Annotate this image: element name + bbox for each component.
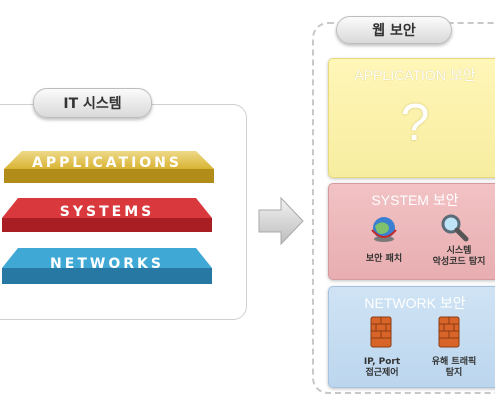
globe-icon [371, 217, 397, 242]
applications-label: APPLICATIONS [32, 155, 182, 171]
applications-layer: APPLICATIONS [0, 147, 230, 193]
harmful-traffic-line1: 유해 트래픽 [431, 357, 477, 367]
question-mark-icon: ? [400, 94, 430, 152]
malware-detection-line1: 시스템 [446, 246, 472, 256]
system-security-box: SYSTEM 보안 보안 패치 시스템 악성코드 탐지 [328, 183, 495, 280]
ip-port-line1: IP, Port [363, 357, 401, 367]
ip-port-access-label: IP, Port 접근제어 [349, 357, 415, 379]
system-security-title: SYSTEM 보안 [371, 192, 459, 208]
magnifier-icon [441, 214, 469, 242]
ip-port-line2: 접근제어 [365, 368, 399, 378]
firewall-icon [370, 316, 392, 348]
harmful-traffic-label: 유해 트래픽 탐지 [417, 357, 491, 379]
application-security-title: APPLICATION 보안 [354, 67, 476, 83]
networks-layer: NETWORKS [0, 246, 230, 292]
application-security-box: APPLICATION 보안 ? [328, 58, 495, 178]
malware-detection-line2: 악성코드 탐지 [432, 257, 486, 267]
web-security-title: 웹 보안 [336, 16, 452, 44]
security-patch-label: 보안 패치 [365, 254, 403, 264]
network-security-box: NETWORK 보안 IP, Port 접근제어 유해 트래픽 탐지 [328, 286, 495, 388]
network-security-title: NETWORK 보안 [364, 295, 466, 311]
firewall-icon [438, 316, 460, 348]
right-arrow-icon [258, 196, 304, 246]
systems-label: SYSTEMS [59, 204, 155, 220]
malware-detection-label: 시스템 악성코드 탐지 [417, 246, 495, 268]
networks-label: NETWORKS [50, 256, 164, 272]
systems-layer: SYSTEMS [0, 196, 230, 242]
harmful-traffic-line2: 탐지 [445, 368, 463, 378]
it-system-title: IT 시스템 [33, 88, 152, 118]
